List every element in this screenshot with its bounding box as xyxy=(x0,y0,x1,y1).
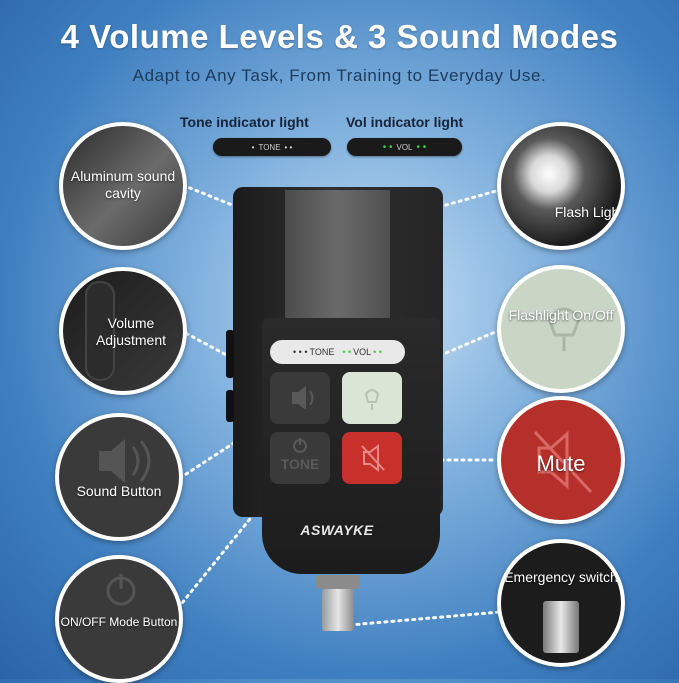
emergency-switch-closeup xyxy=(543,601,579,653)
flashlight-toggle-label: Flashlight On/Off xyxy=(508,307,614,323)
flash-light-label: Flash Light xyxy=(554,204,621,220)
power-icon xyxy=(106,574,136,606)
aluminum-label: Aluminum sound cavity xyxy=(70,168,176,201)
panel-vol-text: VOL xyxy=(353,347,372,357)
sound-button[interactable] xyxy=(270,372,330,424)
vol-indicator-label: Vol indicator light xyxy=(346,114,464,130)
volume-rocker[interactable] xyxy=(226,330,234,378)
callout-emergency: Emergency switch xyxy=(497,539,625,667)
speaker-icon xyxy=(99,439,151,483)
callout-on-off: ON/OFF Mode Button xyxy=(55,555,183,683)
aluminum-sound-cavity xyxy=(285,190,390,318)
tone-indicator-bar: • TONE • • xyxy=(213,138,331,156)
power-icon xyxy=(293,438,307,453)
mute-label: Mute xyxy=(536,451,586,476)
side-button[interactable] xyxy=(226,390,234,422)
brand-logo-text: ASWAYKE xyxy=(300,522,374,538)
callout-flashlight-toggle: Flashlight On/Off xyxy=(497,265,625,393)
emergency-switch-collar xyxy=(316,575,360,589)
mute-icon xyxy=(533,430,593,494)
vol-indicator-text: VOL xyxy=(396,142,413,152)
flashlight-button[interactable] xyxy=(342,372,402,424)
mute-button[interactable] xyxy=(342,432,402,484)
flashlight-icon xyxy=(547,307,581,351)
callout-volume: Volume Adjustment xyxy=(59,267,187,395)
vol-indicator-bar: • • VOL • • xyxy=(347,138,462,156)
on-off-label: ON/OFF Mode Button xyxy=(60,615,178,629)
indicator-panel: • • • TONE • • VOL • • xyxy=(270,340,405,364)
emergency-label: Emergency switch xyxy=(504,569,618,585)
tone-indicator-text: TONE xyxy=(258,142,281,152)
callout-mute: Mute xyxy=(497,396,625,524)
callout-flash-light: Flash Light xyxy=(497,122,625,250)
mute-icon xyxy=(361,444,385,472)
speaker-icon xyxy=(292,386,314,410)
callout-aluminum: Aluminum sound cavity xyxy=(59,122,187,250)
sound-button-label: Sound Button xyxy=(76,483,162,499)
tone-indicator-label: Tone indicator light xyxy=(180,114,309,130)
callout-sound: Sound Button xyxy=(55,413,183,541)
volume-label: Volume Adjustment xyxy=(95,315,167,348)
emergency-switch[interactable] xyxy=(322,589,354,631)
tone-button-text: TONE xyxy=(280,456,320,472)
on-off-mode-button[interactable]: TONE xyxy=(270,432,330,484)
flashlight-icon xyxy=(364,389,380,410)
panel-tone-text: TONE xyxy=(309,347,335,357)
page-subtitle: Adapt to Any Task, From Training to Ever… xyxy=(132,66,547,85)
volume-rocker-closeup xyxy=(85,281,115,381)
page-title: 4 Volume Levels & 3 Sound Modes xyxy=(60,18,619,55)
